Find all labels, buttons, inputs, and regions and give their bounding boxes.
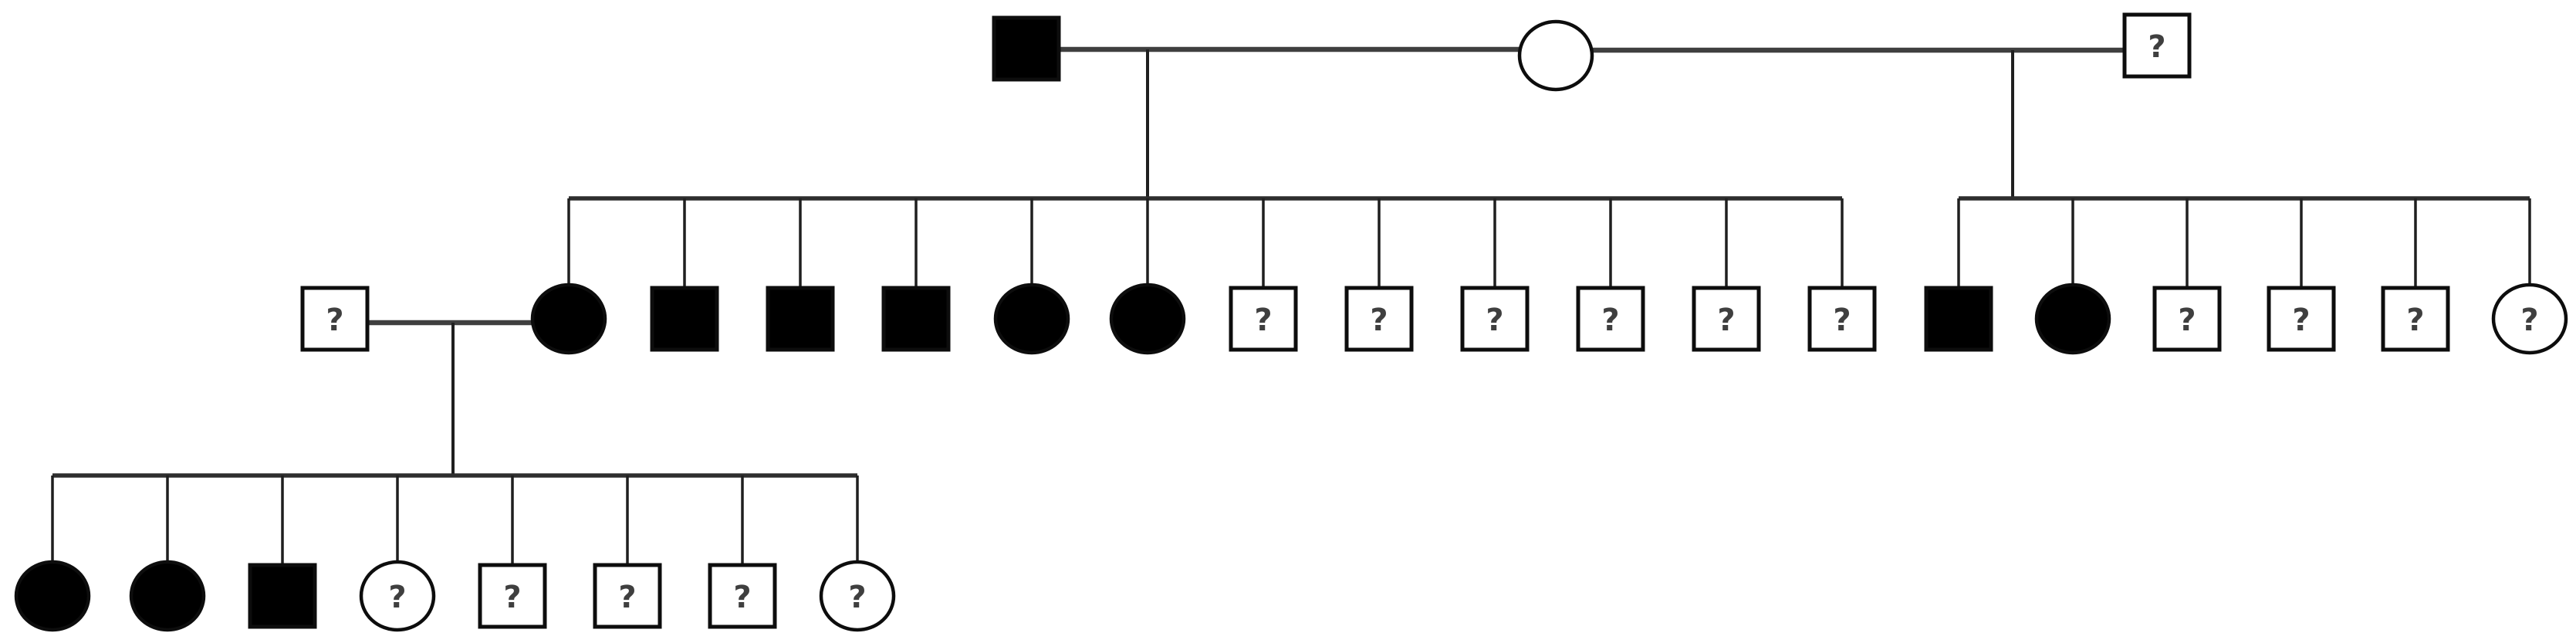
individual-III-4-unknown-female: ? bbox=[359, 560, 436, 632]
male-square-symbol bbox=[2267, 286, 2336, 352]
unknown-status-label: ? bbox=[2520, 303, 2538, 338]
unknown-status-label: ? bbox=[733, 580, 751, 615]
unknown-status-label: ? bbox=[1254, 303, 1272, 338]
individual-II-2-affected-female bbox=[530, 283, 607, 355]
individual-II-14-affected-male bbox=[1924, 286, 1993, 352]
male-square-symbol bbox=[1807, 286, 1877, 352]
individual-III-7-unknown-male: ? bbox=[708, 563, 777, 629]
individual-II-4-affected-male bbox=[766, 286, 835, 352]
unknown-status-label: ? bbox=[1370, 303, 1388, 338]
unknown-status-label: ? bbox=[1717, 303, 1735, 338]
female-circle-symbol bbox=[530, 283, 607, 355]
individual-II-9-unknown-male: ? bbox=[1344, 286, 1414, 352]
female-circle-symbol bbox=[14, 560, 91, 632]
individual-II-10-unknown-male: ? bbox=[1460, 286, 1530, 352]
male-square-symbol bbox=[766, 286, 835, 352]
individual-II-7-affected-female bbox=[1109, 283, 1186, 355]
individual-II-1-unknown-male: ? bbox=[300, 286, 370, 352]
individual-III-1-affected-female bbox=[14, 560, 91, 632]
individual-II-3-affected-male bbox=[650, 286, 719, 352]
individual-II-6-affected-female bbox=[993, 283, 1070, 355]
male-square-symbol bbox=[478, 563, 547, 629]
female-circle-symbol bbox=[993, 283, 1070, 355]
individual-II-11-unknown-male: ? bbox=[1576, 286, 1645, 352]
individual-I-3-unknown-male: ? bbox=[2122, 12, 2192, 79]
male-square-symbol bbox=[2381, 286, 2450, 352]
female-circle-symbol bbox=[2491, 283, 2568, 355]
individual-II-15-affected-female bbox=[2034, 283, 2111, 355]
male-square-symbol bbox=[650, 286, 719, 352]
individual-II-13-unknown-male: ? bbox=[1807, 286, 1877, 352]
female-circle-symbol bbox=[1517, 19, 1594, 92]
male-square-symbol bbox=[992, 15, 1061, 82]
individual-II-19-unknown-female: ? bbox=[2491, 283, 2568, 355]
male-square-symbol bbox=[1576, 286, 1645, 352]
male-square-symbol bbox=[1229, 286, 1298, 352]
individual-II-12-unknown-male: ? bbox=[1692, 286, 1761, 352]
male-square-symbol bbox=[248, 563, 317, 629]
unknown-status-label: ? bbox=[388, 580, 406, 615]
unknown-status-label: ? bbox=[1833, 303, 1851, 338]
male-square-symbol bbox=[1460, 286, 1530, 352]
male-square-symbol bbox=[1692, 286, 1761, 352]
male-square-symbol bbox=[708, 563, 777, 629]
unknown-status-label: ? bbox=[2406, 303, 2424, 338]
unknown-status-label: ? bbox=[618, 580, 636, 615]
individual-I-2-unaffected-female bbox=[1517, 19, 1594, 92]
individual-III-5-unknown-male: ? bbox=[478, 563, 547, 629]
individual-II-8-unknown-male: ? bbox=[1229, 286, 1298, 352]
female-circle-symbol bbox=[359, 560, 436, 632]
individual-II-18-unknown-male: ? bbox=[2381, 286, 2450, 352]
individual-II-16-unknown-male: ? bbox=[2152, 286, 2222, 352]
individual-II-17-unknown-male: ? bbox=[2267, 286, 2336, 352]
unknown-status-label: ? bbox=[1486, 303, 1503, 338]
female-circle-symbol bbox=[129, 560, 206, 632]
male-square-symbol bbox=[2122, 12, 2192, 79]
male-square-symbol bbox=[2152, 286, 2222, 352]
female-circle-symbol bbox=[2034, 283, 2111, 355]
individual-III-3-affected-male bbox=[248, 563, 317, 629]
unknown-status-label: ? bbox=[1601, 303, 1619, 338]
unknown-status-label: ? bbox=[2148, 29, 2165, 65]
female-circle-symbol bbox=[819, 560, 896, 632]
unknown-status-label: ? bbox=[848, 580, 866, 615]
unknown-status-label: ? bbox=[2178, 303, 2196, 338]
male-square-symbol bbox=[300, 286, 370, 352]
individual-III-8-unknown-female: ? bbox=[819, 560, 896, 632]
individual-I-1-affected-male bbox=[992, 15, 1061, 82]
female-circle-symbol bbox=[1109, 283, 1186, 355]
individual-II-5-affected-male bbox=[881, 286, 951, 352]
male-square-symbol bbox=[881, 286, 951, 352]
male-square-symbol bbox=[593, 563, 662, 629]
unknown-status-label: ? bbox=[503, 580, 521, 615]
unknown-status-label: ? bbox=[326, 303, 343, 338]
male-square-symbol bbox=[1344, 286, 1414, 352]
male-square-symbol bbox=[1924, 286, 1993, 352]
unknown-status-label: ? bbox=[2292, 303, 2310, 338]
individual-III-2-affected-female bbox=[129, 560, 206, 632]
individual-III-6-unknown-male: ? bbox=[593, 563, 662, 629]
